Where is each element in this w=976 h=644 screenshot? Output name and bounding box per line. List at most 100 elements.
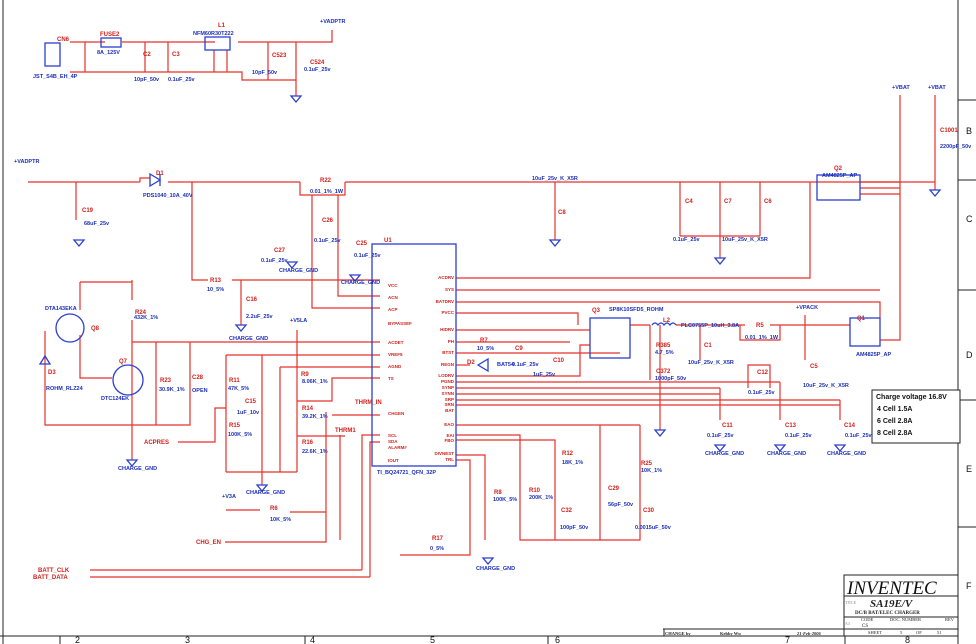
d3-value: ROHM_RLZ24 [46,386,84,392]
q1-mosfet-body [849,317,881,347]
u1-pin-hidrv: HIDRV [440,327,454,332]
c29-ref: C29 [608,486,620,492]
d2-value: BAT54 [497,362,515,368]
component-symbols [38,36,881,467]
c15-value: 1uF_10v [237,410,260,416]
code-value: CS [862,624,868,629]
net-charge-gnd-3: CHARGE_GND [229,336,268,342]
l1-ref: L1 [218,23,226,29]
u1-pin-acdet: ACDET [388,340,404,345]
net-vbat-2: +VBAT [928,85,946,91]
c29-value: 56pF_50v [608,502,634,508]
u1-pin-divnest: DIVNEST [434,451,454,456]
c1-ref: C1 [704,343,712,349]
u1-pin-fbo: FBO [445,438,455,443]
c32-value: 100pF_50v [560,525,589,531]
r10-value: 200K_1% [529,495,553,501]
c16-ref: C16 [246,297,258,303]
c13-ref: C13 [785,423,797,429]
r385-ref: R385 [656,343,671,349]
u1-pin-lodrv: LODRV [438,373,454,378]
col-label-2: 2 [75,635,80,644]
col-label-3: 3 [185,635,190,644]
q3-ref: Q3 [592,308,601,314]
rev-label: REV [945,617,955,622]
c9-ref: C9 [515,346,523,352]
c14-ref: C14 [844,423,856,429]
row-label-e: E [966,464,972,474]
u1-pin-labels: VCC ACN ACP BYPASSEF ACDET VREF5 AGND TS… [388,275,455,463]
col-label-8: 8 [905,635,910,644]
u1-pin-regn: REGN [441,362,454,367]
u1-pin-agnd: AGND [388,364,402,369]
change-date: 21-Feb-2006 [796,631,821,636]
cn6-connector-body [44,42,61,67]
c5-ref: C5 [810,364,818,370]
c11-value: 0.1uF_25v [707,433,735,439]
u1-pin-synn: SYNN [441,391,454,396]
d1-ref: D1 [156,171,164,177]
c4-value: 0.1uF_25v [673,237,701,243]
r17-ref: R17 [432,536,444,542]
q3-value: SP8K10SFD5_ROHM [609,307,664,313]
r17-value: 0_5% [430,546,444,552]
net-vadptr-left: +VADPTR [14,159,39,165]
cn6-value: JST_S4B_EH_4P [33,74,78,80]
c6-ref: C6 [764,199,772,205]
net-charge-gnd-2: CHARGE_GND [246,490,285,496]
c1001-ref: C1001 [940,128,958,134]
row-label-c: C [966,214,973,224]
of-label: OF [916,630,922,635]
c10-ref: C10 [553,358,565,364]
row-label-d: D [966,350,973,360]
net-charge-gnd-5: CHARGE_GND [341,280,380,286]
c12-value: 0.1uF_25v [748,390,776,396]
charge-voltage-note: Charge voltage 16.8V 4 Cell 1.5A 6 Cell … [871,389,961,444]
q7-transistor [112,364,144,396]
c25-ref: C25 [356,241,368,247]
r6-ref: R6 [270,506,278,512]
net-vpack: +VPACK [796,305,818,311]
col-label-6: 6 [555,635,560,644]
changed-by: Kebby Wu [720,631,741,636]
net-acpres: ACPRES [144,440,169,446]
sheet-size: A3 [845,621,850,626]
r9-value: 8.06K_1% [302,379,328,385]
note-line-4cell: 4 Cell 1.5A [877,406,912,413]
u1-pin-sda: SDA [388,439,398,444]
r12-value: 18K_1% [562,460,583,466]
r8-value: 100K_5% [493,497,517,503]
c19-value: 68uF_25v [84,221,110,227]
company-name: INVENTEC [846,578,937,599]
c524-ref: C524 [310,60,325,66]
d3-zener [38,354,52,365]
r23-value: 30.9K_1% [159,387,185,393]
r16-ref: R16 [302,440,314,446]
c27-ref: C27 [274,248,286,254]
u1-pin-srp: SRP [445,397,454,402]
c12-ref: C12 [757,370,769,376]
c1001-value: 2200pF_50v [940,144,972,150]
l2-value: PLC0755P_10uH_3.8A [681,323,739,329]
r5-value: 0.01_1%_1W [745,335,779,341]
q2-ref: Q2 [834,166,843,172]
r15-value: 100K_5% [228,432,252,438]
u1-pin-btst: BTST [442,350,454,355]
fuse2-ref: FUSE2 [100,32,120,38]
u1-pin-sys: SYS [445,287,454,292]
r6-value: 10K_5% [270,517,291,523]
u1-ic-body [371,243,457,467]
c3-ref: C3 [172,52,180,58]
row-label-b: B [966,126,972,136]
u1-pin-alarm: ALARM# [388,445,407,450]
note-line-6cell: 6 Cell 2.8A [877,418,912,425]
ground-symbols [72,95,942,566]
fuse2-value: 8A_125V [97,50,120,56]
c28-ref: C28 [192,375,204,381]
net-charge-gnd-6: CHARGE_GND [476,566,515,572]
d3-ref: D3 [48,370,56,376]
c11-ref: C11 [722,423,733,429]
r14-ref: R14 [302,406,314,412]
net-batt-data: BATT_DATA [33,575,68,581]
